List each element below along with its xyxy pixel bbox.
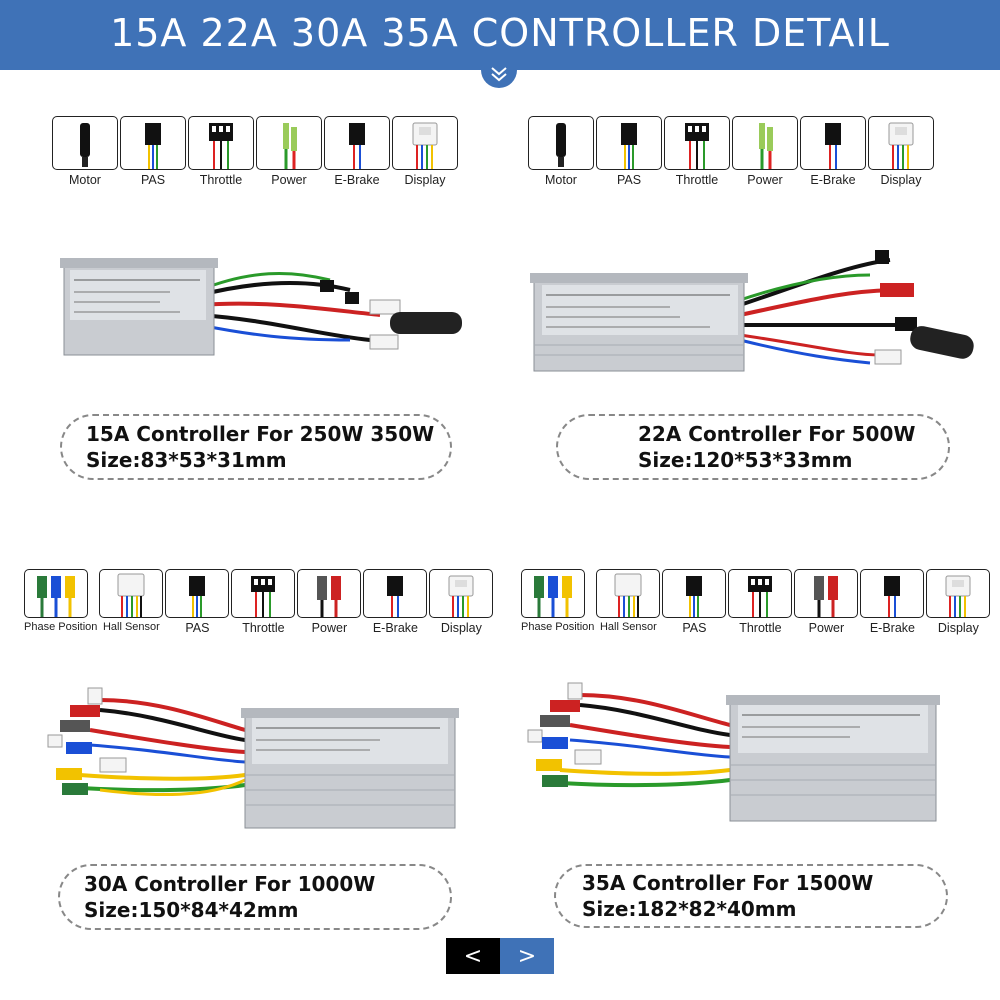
display-connector-icon bbox=[412, 122, 438, 169]
connector-power: Power bbox=[256, 116, 322, 187]
connector-throttle: Throttle bbox=[664, 116, 730, 187]
scroll-down-chevron[interactable] bbox=[481, 60, 517, 88]
connector-pas: PAS bbox=[596, 116, 662, 187]
connector-e-brake: E-Brake bbox=[800, 116, 866, 187]
e-brake-connector-icon bbox=[349, 123, 365, 169]
motor-connector-icon bbox=[556, 123, 566, 167]
pas-connector-icon bbox=[686, 576, 703, 617]
hall-sensor-connector-icon bbox=[117, 573, 145, 617]
controller-image-22a bbox=[520, 245, 980, 390]
connector-motor: Motor bbox=[52, 116, 118, 187]
connector-power: Power bbox=[297, 569, 362, 635]
header-banner: 15A 22A 30A 35A CONTROLLER DETAIL bbox=[0, 0, 1000, 70]
pas-connector-icon bbox=[621, 123, 637, 169]
connector-power: Power bbox=[794, 569, 859, 635]
phase-position-connector-icon bbox=[37, 576, 75, 617]
power-connector-icon bbox=[317, 576, 342, 617]
e-brake-connector-icon bbox=[884, 576, 901, 617]
chevron-right-icon: > bbox=[517, 943, 537, 969]
connector-display: Display bbox=[429, 569, 494, 635]
power-connector-icon bbox=[814, 576, 839, 617]
previous-button[interactable]: < bbox=[446, 938, 500, 974]
phase-position-connector-icon bbox=[534, 576, 572, 617]
caption-30a: 30A Controller For 1000W Size:150*84*42m… bbox=[58, 864, 452, 930]
connector-pas: PAS bbox=[662, 569, 727, 635]
connector-throttle: Throttle bbox=[188, 116, 254, 187]
chevron-left-icon: < bbox=[463, 943, 483, 969]
connector-e-brake: E-Brake bbox=[324, 116, 390, 187]
display-connector-icon bbox=[945, 575, 971, 617]
connector-motor: Motor bbox=[528, 116, 594, 187]
connector-phase-position: Phase Position bbox=[24, 569, 97, 635]
throttle-connector-icon bbox=[748, 576, 773, 617]
connector-pas: PAS bbox=[165, 569, 230, 635]
next-button[interactable]: > bbox=[500, 938, 554, 974]
display-connector-icon bbox=[448, 575, 474, 617]
connector-row-22a: Motor PAS Throttle Power bbox=[528, 116, 936, 187]
caption-35a: 35A Controller For 1500W Size:182*82*40m… bbox=[554, 864, 948, 928]
controller-image-35a bbox=[520, 675, 950, 830]
connector-hall-sensor: Hall Sensor bbox=[99, 569, 164, 635]
hall-sensor-connector-icon bbox=[614, 573, 642, 617]
motor-connector-icon bbox=[80, 123, 90, 167]
connector-row-30a: Phase Position Hall Sensor PAS Throttle bbox=[24, 569, 495, 635]
e-brake-connector-icon bbox=[387, 576, 404, 617]
caption-15a: 15A Controller For 250W 350W Size:83*53*… bbox=[60, 414, 452, 480]
connector-throttle: Throttle bbox=[231, 569, 296, 635]
connector-power: Power bbox=[732, 116, 798, 187]
controller-image-30a bbox=[40, 680, 470, 835]
connector-phase-position: Phase Position bbox=[521, 569, 594, 635]
chevron-down-icon bbox=[491, 67, 507, 82]
pas-connector-icon bbox=[145, 123, 161, 169]
throttle-connector-icon bbox=[685, 123, 709, 169]
connector-row-15a: Motor PAS Throttle Power bbox=[52, 116, 460, 187]
display-connector-icon bbox=[888, 122, 914, 169]
caption-22a: 22A Controller For 500W Size:120*53*33mm bbox=[556, 414, 950, 480]
connector-display: Display bbox=[868, 116, 934, 187]
page-title: 15A 22A 30A 35A CONTROLLER DETAIL bbox=[110, 11, 890, 55]
e-brake-connector-icon bbox=[825, 123, 841, 169]
connector-display: Display bbox=[926, 569, 991, 635]
connector-e-brake: E-Brake bbox=[860, 569, 925, 635]
connector-throttle: Throttle bbox=[728, 569, 793, 635]
pas-connector-icon bbox=[189, 576, 206, 617]
connector-pas: PAS bbox=[120, 116, 186, 187]
connector-row-35a: Phase Position Hall Sensor PAS Throttle bbox=[521, 569, 992, 635]
connector-e-brake: E-Brake bbox=[363, 569, 428, 635]
controller-image-15a bbox=[50, 240, 480, 375]
throttle-connector-icon bbox=[251, 576, 276, 617]
connector-display: Display bbox=[392, 116, 458, 187]
connector-hall-sensor: Hall Sensor bbox=[596, 569, 661, 635]
throttle-connector-icon bbox=[209, 123, 233, 169]
power-connector-icon bbox=[759, 123, 773, 169]
power-connector-icon bbox=[283, 123, 297, 169]
